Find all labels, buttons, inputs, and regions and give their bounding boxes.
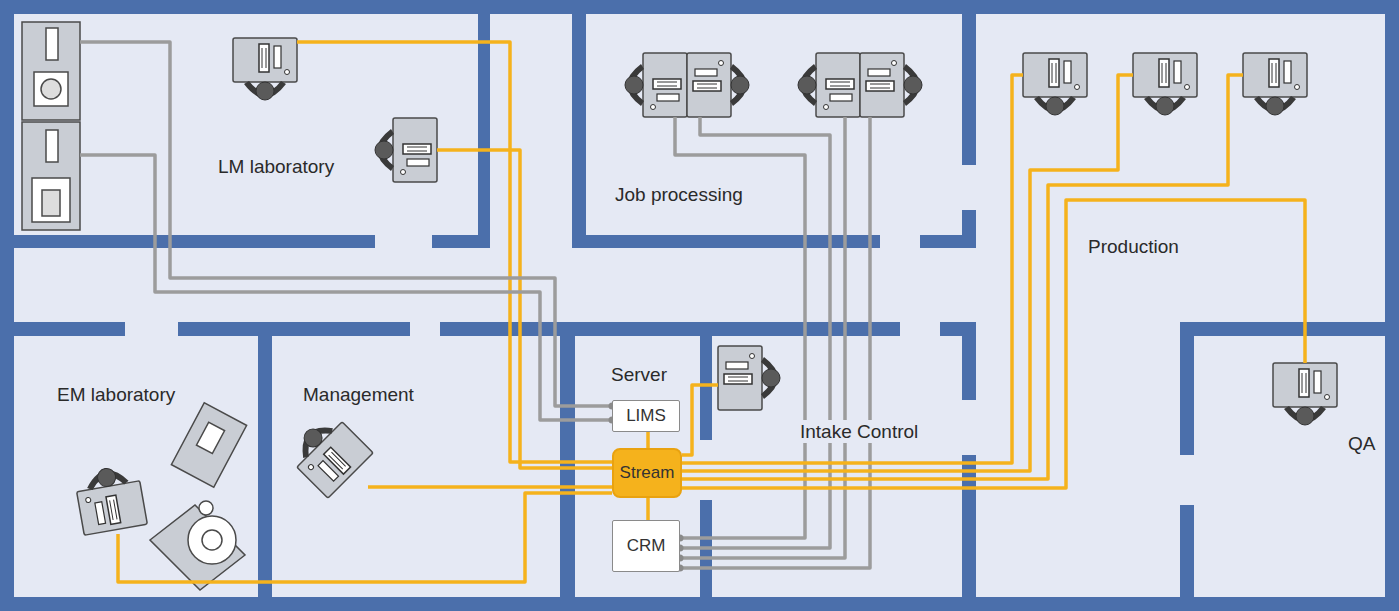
room-label: QA <box>1345 432 1378 455</box>
room-label: Intake Control <box>797 420 921 443</box>
system-box: LIMS <box>612 400 680 432</box>
yellow-cable <box>682 75 1023 463</box>
yellow-cable <box>118 493 612 582</box>
room-label: Job processing <box>612 183 746 206</box>
system-label: LIMS <box>626 406 666 426</box>
floor-ground <box>14 14 1385 597</box>
yellow-cable <box>297 42 612 462</box>
electron-microscope <box>150 403 247 590</box>
system-box: CRM <box>612 520 680 572</box>
room: QA <box>1194 336 1385 597</box>
grey-cable <box>680 117 830 548</box>
room-label: Management <box>300 383 417 406</box>
yellow-cable <box>682 200 1305 488</box>
workstations <box>74 38 1337 535</box>
grey-cable <box>675 117 805 538</box>
grey-cable <box>80 155 612 420</box>
lab-cabinets <box>22 22 80 230</box>
yellow-cable <box>682 385 718 455</box>
room: Job processing <box>586 14 962 235</box>
room-label: EM laboratory <box>54 383 178 406</box>
yellow-cable <box>646 498 650 520</box>
yellow-cable <box>646 432 650 448</box>
yellow-cable <box>368 485 612 489</box>
system-label: CRM <box>627 536 666 556</box>
room-label: Server <box>608 363 670 386</box>
system-label: Stream <box>620 463 675 483</box>
system-box: Stream <box>612 448 682 498</box>
room: Production <box>976 14 1385 322</box>
room: EM laboratory <box>14 336 258 597</box>
room: ServerLIMS StreamCRM <box>575 336 700 597</box>
yellow-cable <box>682 75 1243 479</box>
room: Intake Control <box>712 336 962 597</box>
room-label: Production <box>1085 235 1182 258</box>
grey-cable <box>80 42 612 406</box>
room: Management <box>272 336 560 597</box>
room: LM laboratory <box>14 14 478 235</box>
room-label: LM laboratory <box>215 155 337 178</box>
